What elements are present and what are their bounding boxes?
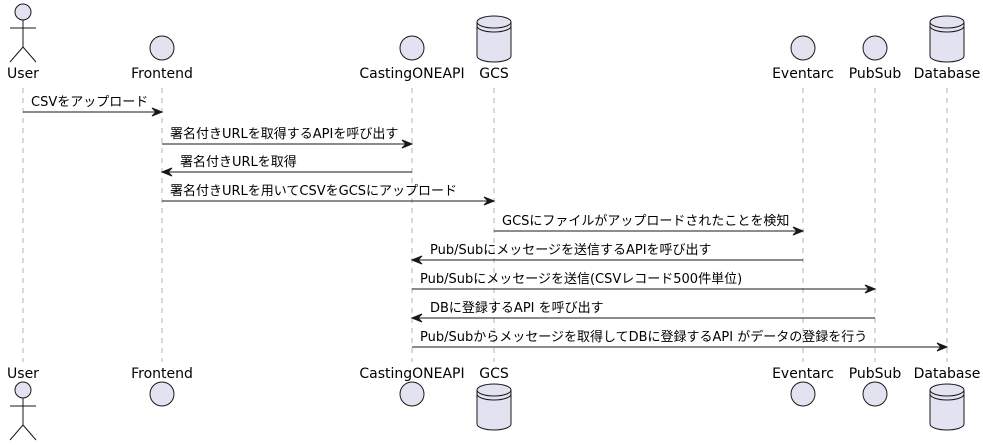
participant-name: CastingONEAPI <box>359 66 464 82</box>
arrowhead-icon <box>410 255 423 265</box>
actor-icon <box>9 3 37 63</box>
participant-api-bottom: CastingONEAPI <box>359 366 465 407</box>
participant-database-bottom: Database <box>914 366 981 431</box>
lifelines <box>22 88 948 362</box>
database-icon <box>476 383 512 431</box>
message-3: 署名付きURLを取得 <box>160 154 412 177</box>
participant-circle-icon <box>399 35 425 61</box>
participant-name: Database <box>914 366 981 382</box>
participant-eventarc-bottom: Eventarc <box>772 366 834 407</box>
arrowhead-icon <box>792 226 805 236</box>
participant-gcs-bottom: GCS <box>476 366 512 431</box>
participant-gcs-top: GCS <box>476 15 512 82</box>
participant-database-top: Database <box>914 15 981 82</box>
database-icon <box>929 383 965 431</box>
participant-api-top: CastingONEAPI <box>359 35 465 82</box>
participant-name: GCS <box>479 366 509 382</box>
message-4: 署名付きURLを用いてCSVをGCSにアップロード <box>162 183 496 206</box>
participant-circle-icon <box>399 381 425 407</box>
message-5: GCSにファイルがアップロードされたことを検知 <box>494 213 805 236</box>
participant-user-bottom: User <box>7 366 39 441</box>
participant-user-top: User <box>7 3 39 82</box>
message-2: 署名付きURLを取得するAPIを呼び出す <box>162 126 414 149</box>
participant-circle-icon <box>862 35 888 61</box>
arrowhead-icon <box>410 313 423 323</box>
participant-frontend-top: Frontend <box>131 35 193 82</box>
arrowhead-icon <box>160 167 173 177</box>
participant-name: Eventarc <box>772 366 834 382</box>
actor-icon <box>9 381 37 441</box>
arrowhead-icon <box>864 284 877 294</box>
message-label: CSVをアップロード <box>31 95 148 110</box>
participant-circle-icon <box>149 381 175 407</box>
message-label: 署名付きURLを取得するAPIを呼び出す <box>170 126 398 142</box>
participant-name: CastingONEAPI <box>359 366 464 382</box>
participant-name: GCS <box>479 66 509 82</box>
message-label: Pub/Subからメッセージを取得してDBに登録するAPI がデータの登録を行う <box>420 329 867 345</box>
participant-name: Frontend <box>131 66 193 82</box>
participant-frontend-bottom: Frontend <box>131 366 193 407</box>
message-label: Pub/Subにメッセージを送信するAPIを呼び出す <box>430 243 712 258</box>
message-6: Pub/Subにメッセージを送信するAPIを呼び出す <box>410 243 803 265</box>
arrowhead-icon <box>936 342 949 352</box>
database-icon <box>476 15 512 63</box>
participant-circle-icon <box>790 35 816 61</box>
database-icon <box>929 15 965 63</box>
message-7: Pub/Subにメッセージを送信(CSVレコード500件単位) <box>412 271 877 294</box>
participant-eventarc-top: Eventarc <box>772 35 834 82</box>
participant-name: PubSub <box>849 366 902 382</box>
participant-name: User <box>7 366 39 382</box>
participant-pubsub-top: PubSub <box>849 35 902 82</box>
participant-circle-icon <box>790 381 816 407</box>
message-9: Pub/Subからメッセージを取得してDBに登録するAPI がデータの登録を行う <box>412 329 949 352</box>
participant-name: Eventarc <box>772 66 834 82</box>
participant-pubsub-bottom: PubSub <box>849 366 902 407</box>
message-label: DBに登録するAPI を呼び出す <box>430 301 604 316</box>
message-label: GCSにファイルがアップロードされたことを検知 <box>502 213 789 229</box>
arrowhead-icon <box>151 107 164 117</box>
participant-heads-top: User Frontend CastingONEAPI GCS Eventarc PubS… <box>7 3 981 82</box>
participant-circle-icon <box>149 35 175 61</box>
arrowhead-icon <box>401 139 414 149</box>
message-8: DBに登録するAPI を呼び出す <box>410 301 875 323</box>
arrowhead-icon <box>483 196 496 206</box>
participant-name: Frontend <box>131 366 193 382</box>
participant-name: PubSub <box>849 66 902 82</box>
participant-name: Database <box>914 66 981 82</box>
participant-name: User <box>7 66 39 82</box>
messages: CSVをアップロード署名付きURLを取得するAPIを呼び出す署名付きURLを取得… <box>23 95 949 352</box>
message-label: Pub/Subにメッセージを送信(CSVレコード500件単位) <box>420 271 742 287</box>
message-label: 署名付きURLを取得 <box>180 154 297 170</box>
participant-circle-icon <box>862 381 888 407</box>
message-1: CSVをアップロード <box>23 95 164 117</box>
message-label: 署名付きURLを用いてCSVをGCSにアップロード <box>170 183 457 199</box>
participant-heads-bottom: User Frontend CastingONEAPI GCS Eventarc PubS… <box>7 366 981 441</box>
